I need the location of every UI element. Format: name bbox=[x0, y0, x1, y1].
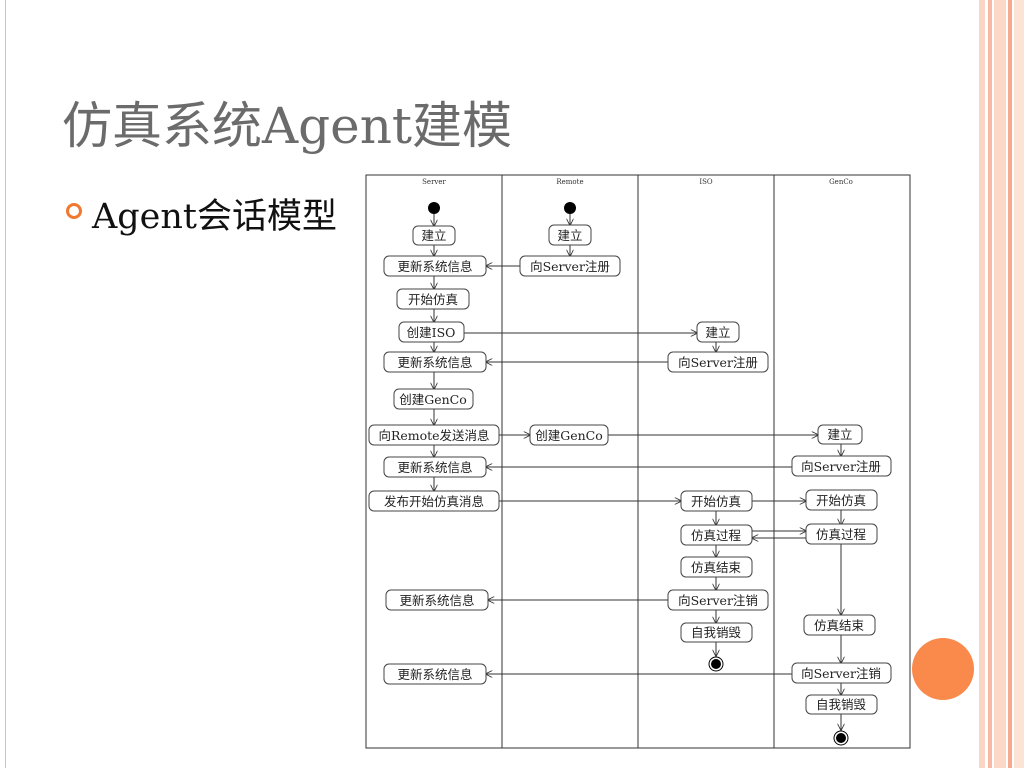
svg-text:更新系统信息: 更新系统信息 bbox=[397, 667, 472, 682]
svg-text:更新系统信息: 更新系统信息 bbox=[397, 460, 472, 475]
svg-text:仿真过程: 仿真过程 bbox=[816, 527, 867, 542]
node-iso-register: 向Server注册 bbox=[667, 351, 769, 373]
svg-text:向Server注销: 向Server注销 bbox=[678, 593, 758, 608]
node-server-update-4: 更新系统信息 bbox=[385, 589, 489, 611]
svg-text:自我销毁: 自我销毁 bbox=[816, 697, 867, 712]
lane-header-genco: GenCo bbox=[829, 178, 853, 186]
left-border-line bbox=[5, 0, 6, 768]
bullet-text: Agent会话模型 bbox=[92, 197, 338, 237]
node-server-update-2: 更新系统信息 bbox=[383, 351, 487, 373]
node-remote-register: 向Server注册 bbox=[519, 255, 621, 277]
node-iso-end-sim: 仿真结束 bbox=[680, 556, 753, 578]
lane-header-iso: ISO bbox=[699, 178, 713, 186]
node-server-start-sim: 开始仿真 bbox=[396, 288, 470, 310]
right-stripe-5 bbox=[1014, 0, 1024, 768]
node-remote-create-genco: 创建GenCo bbox=[529, 424, 609, 446]
node-server-update-1: 更新系统信息 bbox=[383, 255, 487, 277]
svg-text:向Server注销: 向Server注销 bbox=[801, 666, 881, 681]
svg-text:开始仿真: 开始仿真 bbox=[408, 292, 458, 307]
svg-text:向Server注册: 向Server注册 bbox=[678, 355, 758, 370]
node-genco-build: 建立 bbox=[817, 424, 863, 445]
svg-text:自我销毁: 自我销毁 bbox=[691, 625, 742, 640]
end-node-iso bbox=[708, 656, 724, 672]
node-server-update-5: 更新系统信息 bbox=[383, 663, 487, 685]
end-node-genco bbox=[833, 730, 849, 746]
svg-text:更新系统信息: 更新系统信息 bbox=[397, 259, 472, 274]
node-server-publish: 发布开始仿真消息 bbox=[368, 490, 500, 512]
svg-text:仿真结束: 仿真结束 bbox=[691, 560, 742, 575]
svg-text:建立: 建立 bbox=[827, 427, 852, 442]
node-server-build: 建立 bbox=[412, 225, 456, 246]
svg-text:更新系统信息: 更新系统信息 bbox=[399, 593, 474, 608]
lane-header-server: Server bbox=[422, 178, 446, 186]
svg-text:创建ISO: 创建ISO bbox=[407, 325, 456, 340]
node-iso-process: 仿真过程 bbox=[680, 524, 753, 546]
svg-text:更新系统信息: 更新系统信息 bbox=[397, 355, 472, 370]
node-remote-build: 建立 bbox=[548, 224, 592, 246]
node-iso-unregister: 向Server注销 bbox=[667, 589, 769, 611]
node-server-update-3: 更新系统信息 bbox=[383, 456, 487, 478]
svg-text:开始仿真: 开始仿真 bbox=[816, 493, 866, 508]
node-iso-start-sim: 开始仿真 bbox=[680, 490, 753, 512]
svg-text:开始仿真: 开始仿真 bbox=[691, 494, 741, 509]
svg-text:发布开始仿真消息: 发布开始仿真消息 bbox=[384, 494, 484, 509]
node-iso-build: 建立 bbox=[696, 321, 740, 343]
svg-text:建立: 建立 bbox=[705, 325, 730, 340]
node-genco-unregister: 向Server注销 bbox=[791, 662, 892, 684]
node-server-create-iso: 创建ISO bbox=[398, 321, 465, 343]
svg-text:仿真结束: 仿真结束 bbox=[814, 618, 865, 633]
node-genco-destroy: 自我销毁 bbox=[805, 694, 878, 715]
lane-header-remote: Remote bbox=[556, 178, 583, 186]
right-stripe-2 bbox=[988, 0, 992, 768]
node-genco-process: 仿真过程 bbox=[805, 523, 878, 545]
svg-text:向Server注册: 向Server注册 bbox=[530, 259, 610, 274]
node-server-create-genco: 创建GenCo bbox=[393, 388, 474, 410]
svg-text:创建GenCo: 创建GenCo bbox=[399, 392, 467, 407]
node-genco-start-sim: 开始仿真 bbox=[805, 489, 878, 511]
start-node-server bbox=[428, 202, 440, 214]
decorative-circle bbox=[912, 638, 974, 700]
svg-text:向Server注册: 向Server注册 bbox=[801, 459, 881, 474]
svg-text:建立: 建立 bbox=[557, 228, 582, 243]
right-stripe-4 bbox=[1008, 0, 1012, 768]
swimlane-frame bbox=[365, 174, 911, 749]
start-node-remote bbox=[564, 202, 576, 214]
right-stripe-3 bbox=[994, 0, 1006, 768]
node-genco-end-sim: 仿真结束 bbox=[803, 614, 876, 636]
svg-text:仿真过程: 仿真过程 bbox=[691, 528, 742, 543]
right-stripe-1 bbox=[979, 0, 985, 768]
svg-text:创建GenCo: 创建GenCo bbox=[535, 428, 603, 443]
bullet-icon bbox=[66, 203, 82, 219]
svg-text:向Remote发送消息: 向Remote发送消息 bbox=[378, 428, 489, 443]
svg-text:建立: 建立 bbox=[421, 228, 446, 243]
node-iso-destroy: 自我销毁 bbox=[680, 622, 753, 643]
node-server-send-remote: 向Remote发送消息 bbox=[368, 424, 500, 446]
node-genco-register: 向Server注册 bbox=[791, 455, 892, 477]
slide-title: 仿真系统Agent建模 bbox=[62, 97, 512, 155]
